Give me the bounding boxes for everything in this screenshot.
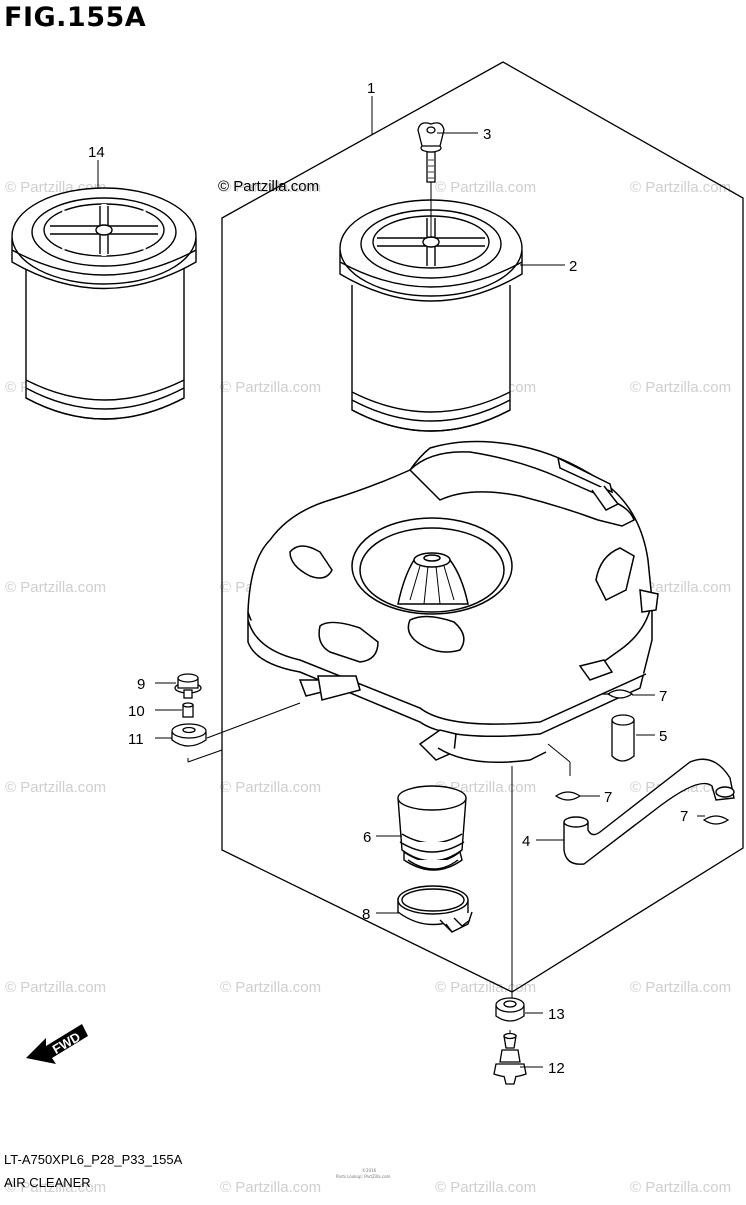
svg-text:© Partzilla.com: © Partzilla.com — [435, 179, 536, 196]
callout-7b: 7 — [604, 789, 612, 806]
callout-7c: 7 — [680, 808, 688, 825]
svg-text:© Partzilla.com: © Partzilla.com — [630, 579, 731, 596]
svg-text:© Partzilla.com: © Partzilla.com — [435, 979, 536, 996]
callout-8: 8 — [362, 906, 370, 923]
callout-5: 5 — [659, 728, 667, 745]
callout-13: 13 — [548, 1006, 565, 1023]
svg-text:© Partzilla.com: © Partzilla.com — [5, 979, 106, 996]
outlet-tube-drawing — [397, 785, 467, 871]
callout-4: 4 — [522, 833, 530, 850]
drain-hose-drawing — [563, 758, 735, 865]
model-code: LT-A750XPL6_P28_P33_155A — [4, 1152, 183, 1167]
callout-2: 2 — [569, 258, 577, 275]
credit-text: © Partzilla.com — [218, 178, 320, 195]
svg-text:© Partzilla.com: © Partzilla.com — [630, 1179, 731, 1196]
drain-cap-plug-drawing — [493, 997, 527, 1085]
callout-7a: 7 — [659, 688, 667, 705]
callout-14: 14 — [88, 144, 105, 161]
svg-text:© Partzilla.com: © Partzilla.com — [435, 1179, 536, 1196]
callout-9: 9 — [137, 676, 145, 693]
footer-year: ©2016 — [362, 1168, 377, 1173]
air-filter-element-drawing — [339, 199, 523, 432]
svg-text:© Partzilla.com: © Partzilla.com — [220, 779, 321, 796]
callout-numbers: 1 3 14 2 9 10 11 7 5 7 7 4 6 8 13 12 — [88, 80, 688, 1077]
callout-6: 6 — [363, 829, 371, 846]
svg-text:© Partzilla.com: © Partzilla.com — [630, 179, 731, 196]
callout-3: 3 — [483, 126, 491, 143]
spare-filter-element-drawing — [11, 187, 197, 420]
bolt-collar-cushion-drawing — [171, 673, 207, 747]
air-cleaner-case-drawing — [247, 440, 659, 764]
svg-text:© Partzilla.com: © Partzilla.com — [220, 179, 321, 196]
footer-lookup: Parts Lookup: PartZilla.com — [336, 1174, 391, 1179]
callout-12: 12 — [548, 1060, 565, 1077]
figure-caption: AIR CLEANER — [4, 1175, 91, 1190]
callout-1: 1 — [367, 80, 375, 97]
svg-text:© Partzilla.com: © Partzilla.com — [5, 1179, 106, 1196]
figure-title: FIG.155A — [4, 2, 147, 33]
hose-and-clips-drawing — [554, 689, 730, 825]
clamp-drawing — [397, 885, 473, 933]
svg-text:© Partzilla.com: © Partzilla.com — [220, 979, 321, 996]
svg-text:© Partzilla.com: © Partzilla.com — [220, 1179, 321, 1196]
assembly-outline — [221, 61, 744, 993]
svg-text:© Partzilla.com: © Partzilla.com — [220, 379, 321, 396]
wing-bolt-drawing — [417, 122, 445, 238]
svg-text:© Partzilla.com: © Partzilla.com — [630, 979, 731, 996]
callout-11: 11 — [128, 731, 144, 748]
svg-text:© Partzilla.com: © Partzilla.com — [630, 379, 731, 396]
callout-10: 10 — [128, 703, 145, 720]
callout-leaders — [97, 96, 705, 1068]
fwd-arrow: FWD — [26, 1024, 88, 1064]
svg-text:© Partzilla.com: © Partzilla.com — [5, 579, 106, 596]
svg-text:© Partzilla.com: © Partzilla.com — [5, 779, 106, 796]
